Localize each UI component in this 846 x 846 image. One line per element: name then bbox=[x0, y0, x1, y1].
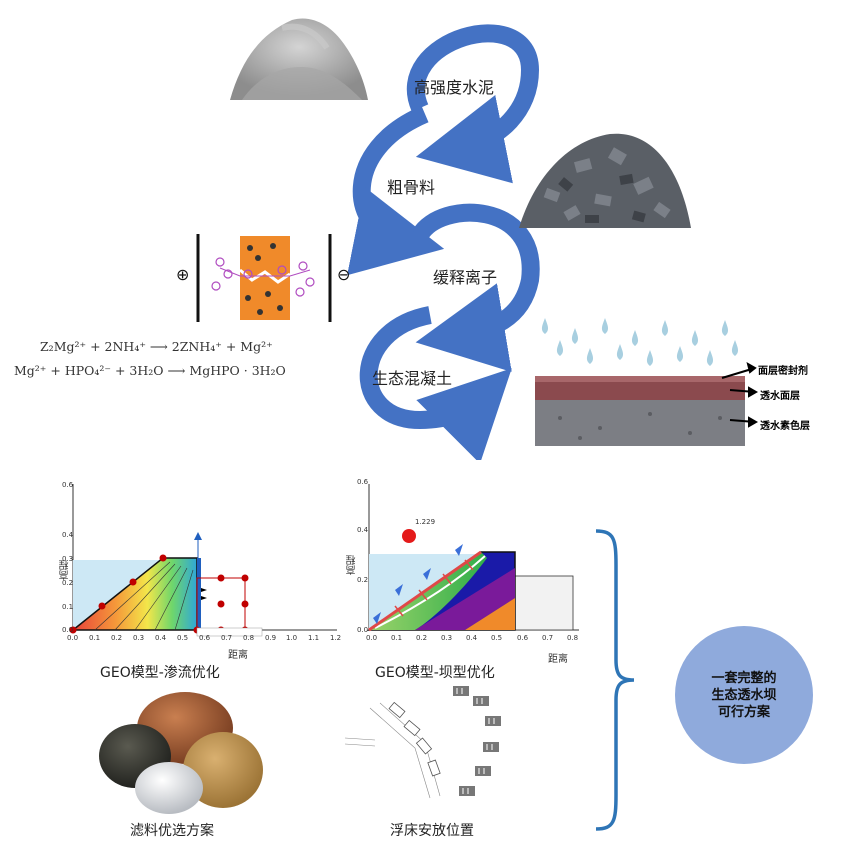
dam-xtick: 0.4 bbox=[466, 634, 478, 642]
seepage-ylabel: 高程 bbox=[60, 560, 71, 580]
step-ion-label: 缓释离子 bbox=[433, 268, 498, 287]
seepage-ytick: 0.2 bbox=[62, 579, 74, 587]
conclusion-line-2: 生态透水坝 bbox=[711, 687, 777, 703]
seepage-xtick: 0.0 bbox=[67, 634, 79, 642]
seepage-xtick: 0.5 bbox=[177, 634, 189, 642]
seepage-xtick: 0.8 bbox=[243, 634, 255, 642]
positive-electrode-symbol: ⊕ bbox=[176, 265, 190, 284]
seepage-xtick: 1.2 bbox=[330, 634, 342, 642]
layer-sealant-label: 面层密封剂 bbox=[758, 366, 808, 377]
seepage-ytick: 0.1 bbox=[62, 603, 74, 611]
seepage-ytick: 0.0 bbox=[62, 626, 74, 634]
step-aggregate-label: 粗骨料 bbox=[387, 178, 436, 197]
arrow-4 bbox=[359, 306, 512, 460]
seepage-ytick: 0.4 bbox=[62, 531, 74, 539]
dam-factor-label: 1.229 bbox=[415, 518, 436, 526]
summary-bracket bbox=[595, 529, 635, 831]
seepage-ytick: 0.6 bbox=[62, 481, 74, 489]
seepage-xlabel: 距离 bbox=[228, 650, 248, 661]
floating-bed-layout bbox=[344, 686, 501, 799]
dam-xtick: 0.1 bbox=[391, 634, 403, 642]
dam-xlabel: 距离 bbox=[548, 654, 568, 665]
equation-2: Mg²⁺ + HPO₄²⁻ + 3H₂O ⟶ MgHPO · 3H₂O bbox=[14, 363, 286, 378]
seepage-ytick: 0.3 bbox=[62, 555, 74, 563]
dam-ytick: 0.6 bbox=[357, 478, 369, 486]
filter-caption: 滤料优选方案 bbox=[130, 823, 214, 839]
ion-release-diagram bbox=[196, 234, 332, 322]
seepage-xtick: 1.1 bbox=[308, 634, 320, 642]
flow-arrows bbox=[346, 24, 540, 460]
seepage-chart bbox=[69, 484, 337, 637]
dam-xtick: 0.0 bbox=[366, 634, 378, 642]
arrow-1 bbox=[406, 24, 540, 184]
layer-pervious-base-label: 透水素色层 bbox=[760, 421, 810, 432]
float-caption: 浮床安放位置 bbox=[390, 823, 474, 839]
seepage-xtick: 0.6 bbox=[199, 634, 211, 642]
step-cement-label: 高强度水泥 bbox=[414, 78, 495, 97]
cement-powder-image bbox=[230, 18, 368, 100]
dam-xtick: 0.5 bbox=[491, 634, 503, 642]
equation-1: Z₂Mg²⁺ + 2NH₄⁺ ⟶ 2ZNH₄⁺ + Mg²⁺ bbox=[40, 339, 273, 354]
dam-ytick: 0.4 bbox=[357, 526, 369, 534]
seepage-xtick: 0.4 bbox=[155, 634, 167, 642]
dam-xtick: 0.7 bbox=[542, 634, 554, 642]
dam-caption: GEO模型-坝型优化 bbox=[375, 665, 495, 681]
seepage-xtick: 0.1 bbox=[89, 634, 101, 642]
dam-xtick: 0.6 bbox=[517, 634, 529, 642]
step-eco-concrete-label: 生态混凝土 bbox=[372, 369, 453, 388]
dam-xtick: 0.3 bbox=[441, 634, 453, 642]
pervious-pavement-image bbox=[535, 318, 759, 446]
conclusion-line-3: 可行方案 bbox=[717, 704, 770, 720]
dam-ytick: 0.0 bbox=[357, 626, 369, 634]
seepage-caption: GEO模型-渗流优化 bbox=[100, 665, 220, 681]
dam-xtick: 0.8 bbox=[567, 634, 579, 642]
filter-materials-image bbox=[99, 692, 263, 814]
conclusion-circle: 一套完整的 生态透水坝 可行方案 bbox=[675, 626, 813, 764]
dam-ytick: 0.2 bbox=[357, 576, 369, 584]
seepage-xtick: 0.2 bbox=[111, 634, 123, 642]
dam-ylabel: 高程 bbox=[347, 555, 358, 575]
seepage-xtick: 0.7 bbox=[221, 634, 233, 642]
conclusion-line-1: 一套完整的 bbox=[711, 670, 777, 686]
seepage-xtick: 0.3 bbox=[133, 634, 145, 642]
seepage-xtick: 1.0 bbox=[286, 634, 298, 642]
seepage-xtick: 0.9 bbox=[265, 634, 277, 642]
dam-xtick: 0.2 bbox=[416, 634, 428, 642]
layer-pervious-surface-label: 透水面层 bbox=[760, 391, 800, 402]
negative-electrode-symbol: ⊖ bbox=[337, 265, 351, 284]
dam-chart bbox=[366, 484, 579, 632]
arrow-3 bbox=[412, 203, 540, 372]
gravel-image bbox=[519, 133, 691, 228]
arrow-2 bbox=[346, 105, 445, 276]
